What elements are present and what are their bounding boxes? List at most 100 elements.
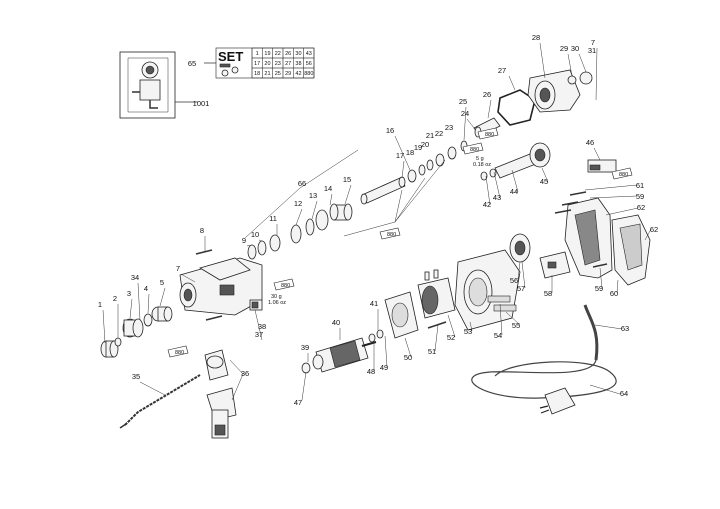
- screws: [195, 191, 608, 329]
- leader-line: [434, 324, 439, 352]
- lube-tag: 880: [273, 278, 295, 291]
- callout-49: 49: [380, 363, 388, 372]
- callout-46: 46: [586, 138, 594, 147]
- callout-11: 11: [269, 214, 277, 223]
- leader-line: [231, 373, 244, 401]
- brushes: [487, 295, 517, 312]
- callout-65: 65: [188, 59, 196, 68]
- callout-55: 55: [512, 321, 520, 330]
- callout-59: 59: [595, 284, 603, 293]
- leader-line: [493, 171, 501, 199]
- leader-line: [246, 244, 253, 247]
- air-guide: [384, 291, 419, 339]
- callout-56: 56: [510, 276, 518, 285]
- grease-note-small-1: 5 g: [476, 156, 484, 162]
- callout-31: 31: [588, 46, 596, 55]
- leader-line: [593, 147, 601, 161]
- callout-24: 24: [461, 109, 469, 118]
- leader-line: [254, 309, 263, 341]
- leader-line: [567, 53, 573, 77]
- leader-line: [595, 47, 598, 101]
- callout-43: 43: [493, 193, 501, 202]
- callout-2: 2: [113, 294, 117, 303]
- callout-58: 58: [544, 289, 552, 298]
- callout-60: 60: [610, 289, 618, 298]
- lube-tag: 880: [379, 227, 401, 240]
- brush-holder: [509, 233, 531, 263]
- callout-62: 62: [650, 225, 658, 234]
- callout-64: 64: [620, 389, 628, 398]
- callout-17: 17: [396, 151, 404, 160]
- leader-line: [394, 159, 446, 223]
- callout-35: 35: [132, 372, 140, 381]
- callout-40: 40: [332, 318, 340, 327]
- leader-line: [505, 311, 521, 326]
- lube-tag-label: 880: [470, 147, 479, 153]
- callout-36: 36: [241, 369, 249, 378]
- set-cell: 30: [295, 51, 301, 57]
- callout-52: 52: [447, 333, 455, 342]
- grease-note-large-1: 30 g: [271, 294, 282, 300]
- leader-line: [517, 261, 521, 281]
- rear-gear-cover: [497, 69, 593, 126]
- leader-line: [384, 335, 388, 368]
- leader-line: [463, 106, 467, 141]
- leader-line: [301, 371, 307, 401]
- lock-button: [249, 299, 263, 311]
- leader-line: [594, 324, 623, 330]
- set-cell: 22: [275, 51, 281, 57]
- depth-stop: [119, 374, 201, 429]
- power-cable: [471, 304, 617, 415]
- lube-tag-label: 880: [387, 232, 396, 238]
- leader-line: [139, 381, 166, 396]
- leader-line: [599, 267, 603, 289]
- lube-tag-label: 880: [485, 132, 494, 138]
- callout-22: 22: [435, 129, 443, 138]
- gear-housing: [179, 257, 263, 316]
- callout-4: 4: [144, 284, 148, 293]
- side-handle: [204, 349, 237, 439]
- leader-line: [539, 42, 546, 79]
- callout-7: 7: [176, 264, 180, 273]
- set-cell: 18: [254, 71, 260, 77]
- leader-line: [541, 167, 549, 183]
- leader-line: [159, 287, 166, 307]
- callout-27: 27: [498, 66, 506, 75]
- callout-41: 41: [370, 299, 378, 308]
- leader-line: [589, 195, 638, 199]
- set-cell: 20: [264, 61, 270, 67]
- set-cell: 56: [306, 61, 312, 67]
- switch: [539, 251, 571, 279]
- callout-25: 25: [459, 97, 467, 106]
- callout-29: 29: [560, 44, 568, 53]
- leader-line: [343, 221, 396, 237]
- lube-tag: 880: [462, 142, 484, 155]
- set-cell: 880: [304, 71, 313, 77]
- leader-line: [137, 282, 141, 321]
- callout-16: 16: [386, 126, 394, 135]
- leader-line: [521, 261, 526, 289]
- callout-15: 15: [343, 175, 351, 184]
- callout-26: 26: [483, 90, 491, 99]
- leader-line: [394, 189, 403, 223]
- callout-23: 23: [445, 123, 453, 132]
- set-cell: 38: [295, 61, 301, 67]
- motor-housing: [454, 249, 521, 331]
- leader-line: [394, 177, 426, 223]
- callout-14: 14: [324, 184, 332, 193]
- callout-57: 57: [517, 284, 525, 293]
- leader-line: [311, 200, 318, 220]
- lube-tag: 880: [167, 345, 189, 358]
- set-cell: 17: [254, 61, 260, 67]
- leader-line: [616, 279, 619, 294]
- callout-10: 10: [251, 230, 259, 239]
- callout-45: 45: [540, 177, 548, 186]
- lube-tag-label: 880: [619, 172, 628, 178]
- callout-1: 1: [98, 300, 102, 309]
- callout-7: 7: [591, 38, 595, 47]
- leader-line: [511, 169, 519, 193]
- leader-line: [147, 293, 150, 314]
- callout-59: 59: [636, 192, 644, 201]
